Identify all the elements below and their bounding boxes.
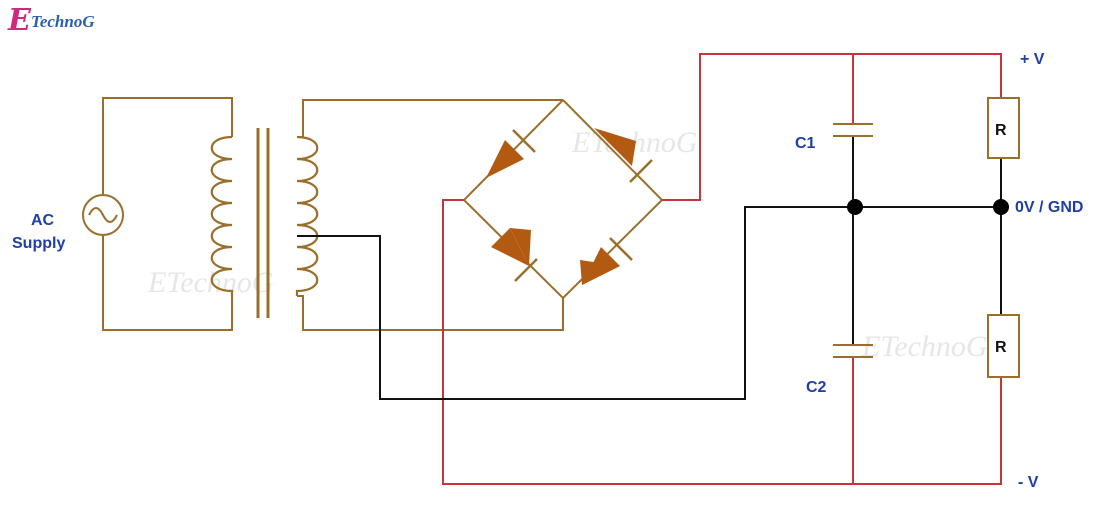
bridge-rectifier (462, 99, 664, 300)
positive-rail-wires (662, 53, 1002, 201)
capacitor-c2 (833, 344, 873, 358)
ac-source-symbol (82, 194, 124, 236)
junction-node-capacitors (847, 199, 863, 215)
capacitor-c1 (833, 123, 873, 137)
ground-wires (297, 136, 1002, 400)
resistor-bottom (987, 314, 1020, 378)
diode-1 (486, 129, 536, 178)
c1-label: C1 (795, 135, 816, 152)
resistor-bottom-label: R (995, 339, 1007, 356)
resistor-top-label: R (995, 122, 1007, 139)
negative-rail-wires (442, 199, 1002, 485)
resistor-top (987, 97, 1020, 159)
positive-rail-label: + V (1020, 51, 1045, 68)
c2-label: C2 (806, 379, 827, 396)
diode-2 (594, 128, 653, 183)
negative-rail-label: - V (1018, 474, 1039, 491)
logo-text: TechnoG (31, 12, 95, 31)
secondary-coil (295, 135, 319, 296)
transformer-core (256, 128, 270, 318)
ac-supply-label-line1: AC (31, 212, 55, 229)
secondary-wires (297, 99, 564, 331)
watermark-2: ETechnoG (147, 266, 274, 299)
diode-3 (491, 228, 538, 282)
watermark-3: ETechnoG (861, 330, 988, 363)
primary-wires (102, 97, 233, 331)
junction-node-resistors (993, 199, 1009, 215)
labels: AC Supply C1 C2 + V 0V / GND - V (12, 51, 1083, 491)
logo-initial: E (7, 3, 32, 38)
transformer (210, 128, 319, 318)
ac-supply-label-line2: Supply (12, 235, 65, 252)
etechnog-logo: E TechnoG (7, 3, 95, 38)
primary-coil (210, 135, 234, 296)
watermarks: ETechnoG ETechnoG ETechnoG (147, 126, 988, 363)
ground-label: 0V / GND (1015, 199, 1083, 216)
diode-4 (580, 237, 633, 285)
